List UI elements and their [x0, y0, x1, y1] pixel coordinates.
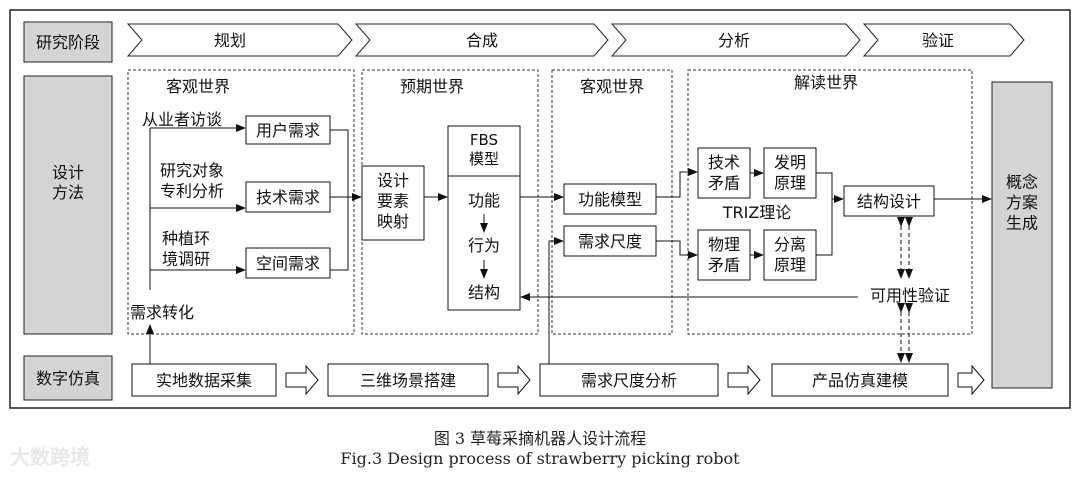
row-header-stage: 研究阶段 [23, 21, 113, 63]
sim-arrow-3 [727, 364, 761, 396]
phase-chevron-plan [126, 23, 353, 57]
row-header-stage-label: 研究阶段 [36, 33, 100, 52]
svg-text:结构设计: 结构设计 [857, 192, 921, 211]
sim-step-product-model: 产品仿真建模 [771, 363, 949, 397]
arrow-scale-to-phys [656, 240, 698, 259]
box-need-scale: 需求尺度 [563, 225, 657, 257]
box-concept-output: 概念方案生成 [991, 81, 1053, 389]
sim-arrow-2 [497, 364, 531, 396]
arrow-scale-analysis-to-need-scale [548, 237, 564, 364]
label-research: 研究对象专利分析 [160, 161, 224, 200]
caption-english: Fig.3 Design process of strawberry picki… [340, 449, 740, 468]
row-header-sim: 数字仿真 [23, 355, 113, 401]
box-space-need: 空间需求 [245, 247, 331, 279]
phase-chevron-synthesis [354, 23, 609, 57]
phase-label-synthesis: 合成 [466, 31, 498, 50]
fbs-structure: 结构 [468, 283, 500, 302]
phase-label-verify: 验证 [922, 31, 954, 50]
svg-text:三维场景搭建: 三维场景搭建 [360, 371, 456, 390]
caption-chinese: 图 3 草莓采摘机器人设计流程 [433, 429, 647, 448]
design-process-diagram: 研究阶段 设计方法 数字仿真 规划 合成 分析 验证 客观世界 预期世界 客观世… [9, 9, 1071, 409]
svg-text:需求尺度分析: 需求尺度分析 [581, 371, 677, 390]
sim-step-3d-scene: 三维场景搭建 [327, 363, 489, 397]
box-structure-design: 结构设计 [843, 185, 935, 217]
label-usability: 可用性验证 [870, 286, 950, 305]
arrow-func-to-tech [656, 168, 698, 198]
svg-text:设计要素映射: 设计要素映射 [377, 171, 409, 231]
svg-text:功能模型: 功能模型 [578, 190, 642, 209]
phase-label-plan: 规划 [214, 31, 246, 50]
svg-text:分离原理: 分离原理 [774, 235, 806, 274]
label-env: 种植环境调研 [162, 229, 210, 268]
phase-label-analysis: 分析 [718, 31, 750, 50]
watermark: 大数跨境 [10, 445, 90, 469]
region-label-expected: 预期世界 [400, 77, 464, 96]
box-tech-need: 技术需求 [245, 181, 331, 213]
merge-triz [816, 172, 833, 256]
fbs-behavior: 行为 [468, 236, 500, 255]
sim-step-scale-analysis: 需求尺度分析 [539, 363, 719, 397]
box-physical-conflict: 物理矛盾 [697, 229, 751, 281]
phase-chevrons: 规划 合成 分析 验证 [126, 23, 1025, 57]
svg-text:技术矛盾: 技术矛盾 [708, 153, 740, 192]
dashed-verify-links [897, 217, 913, 363]
region-label-objective-2: 客观世界 [580, 77, 644, 96]
region-objective-world-2 [551, 69, 673, 335]
svg-text:产品仿真建模: 产品仿真建模 [812, 371, 908, 390]
svg-text:空间需求: 空间需求 [256, 254, 320, 273]
sim-arrow-4 [957, 364, 985, 396]
region-label-interpret: 解读世界 [794, 73, 858, 92]
svg-text:物理矛盾: 物理矛盾 [708, 235, 740, 274]
svg-text:实地数据采集: 实地数据采集 [156, 371, 252, 390]
region-interpret-world [687, 69, 973, 335]
merge-bracket [330, 129, 349, 271]
row-header-method-label: 设计方法 [52, 163, 84, 202]
box-invention-principle: 发明原理 [763, 147, 817, 199]
row-header-method: 设计方法 [23, 75, 113, 335]
label-triz: TRIZ理论 [722, 203, 792, 222]
svg-text:用户需求: 用户需求 [256, 121, 320, 140]
sim-arrow-1 [285, 364, 319, 396]
label-interview: 从业者访谈 [142, 110, 222, 129]
row-header-sim-label: 数字仿真 [36, 369, 100, 388]
sim-step-field-data: 实地数据采集 [131, 363, 277, 397]
label-transform: 需求转化 [130, 303, 194, 322]
box-function-model: 功能模型 [563, 183, 657, 215]
fbs-function: 功能 [468, 191, 500, 210]
phase-chevron-analysis [610, 23, 861, 57]
region-label-objective-1: 客观世界 [166, 77, 230, 96]
svg-text:发明原理: 发明原理 [774, 153, 806, 192]
phase-chevron-verify [862, 23, 1025, 57]
box-user-need: 用户需求 [245, 115, 331, 145]
region-objective-world-1 [127, 69, 355, 335]
output-label: 概念方案生成 [1006, 173, 1038, 233]
box-tech-conflict: 技术矛盾 [697, 147, 751, 199]
svg-text:需求尺度: 需求尺度 [578, 232, 642, 251]
outer-frame [9, 9, 1071, 409]
box-design-mapping: 设计要素映射 [361, 165, 425, 241]
svg-text:技术需求: 技术需求 [256, 188, 320, 207]
box-separation-principle: 分离原理 [763, 229, 817, 281]
